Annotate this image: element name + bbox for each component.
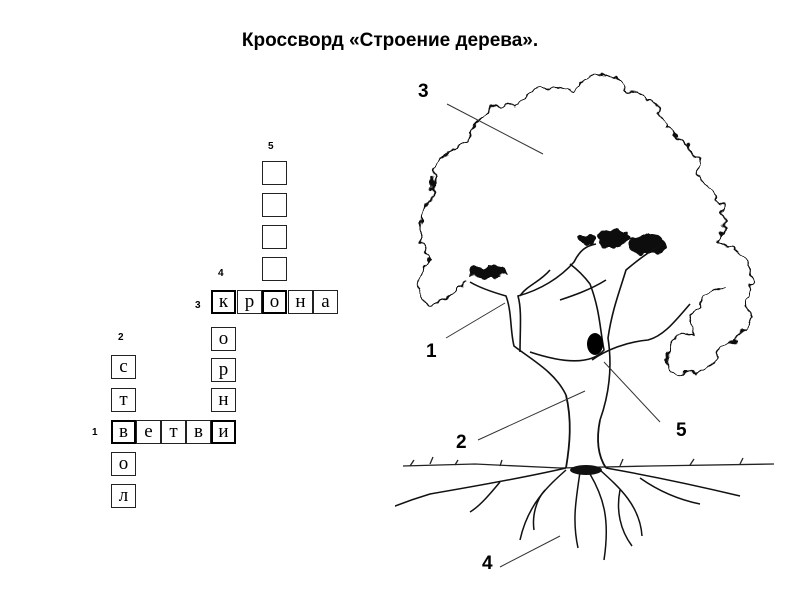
- crossword-cell[interactable]: к: [211, 290, 236, 314]
- crossword-cell[interactable]: в: [111, 420, 136, 444]
- roots: [395, 467, 741, 561]
- tree-label-4: 4: [482, 553, 493, 574]
- crossword-cell[interactable]: е: [136, 420, 161, 444]
- crossword-cell[interactable]: н: [211, 388, 236, 412]
- crossword-cell[interactable]: т: [161, 420, 186, 444]
- tree-label-3: 3: [418, 81, 429, 102]
- crossword-cell[interactable]: н: [288, 290, 313, 314]
- trunk: [565, 394, 607, 469]
- crossword-cell[interactable]: [262, 225, 287, 249]
- clue-number-3: 3: [195, 300, 201, 311]
- crossword-cell[interactable]: [262, 161, 287, 185]
- clue-number-2: 2: [118, 332, 124, 343]
- tree-label-5: 5: [676, 420, 687, 441]
- tree-label-1: 1: [426, 341, 437, 362]
- crossword-cell[interactable]: р: [211, 358, 236, 382]
- crossword-cell[interactable]: л: [111, 484, 136, 508]
- dark-foliage: [468, 229, 666, 278]
- branches: [469, 243, 691, 421]
- leader-lines: [445, 103, 661, 568]
- tree-label-2: 2: [456, 432, 467, 453]
- crown-outline: [417, 74, 753, 375]
- clue-number-5: 5: [268, 141, 274, 152]
- crossword-cell[interactable]: о: [211, 327, 236, 351]
- page-title: Кроссворд «Строение дерева».: [241, 30, 539, 51]
- tree-hollow: [587, 333, 603, 355]
- crossword-cell[interactable]: а: [313, 290, 338, 314]
- crossword-cell[interactable]: о: [262, 290, 287, 314]
- crossword-cell[interactable]: о: [111, 452, 136, 476]
- crossword-cell[interactable]: т: [111, 388, 136, 412]
- crossword-cell[interactable]: [262, 257, 287, 281]
- clue-number-4: 4: [218, 268, 224, 279]
- ground-line: [402, 456, 775, 469]
- crossword-cell[interactable]: р: [237, 290, 262, 314]
- crossword-cell[interactable]: в: [186, 420, 211, 444]
- tree-illustration: [395, 74, 775, 568]
- root-base-dark: [570, 465, 602, 475]
- clue-number-1: 1: [92, 427, 98, 438]
- crossword-cell[interactable]: [262, 193, 287, 217]
- crossword-cell[interactable]: с: [111, 355, 136, 379]
- crossword-cell[interactable]: и: [211, 420, 236, 444]
